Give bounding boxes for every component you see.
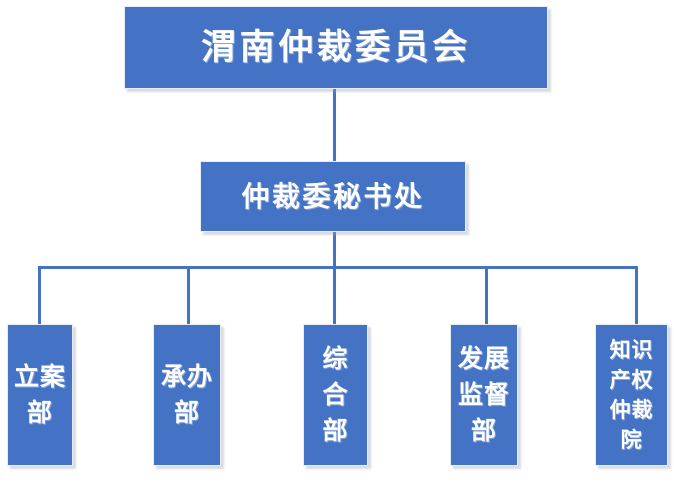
node-secretariat-label: 仲裁委秘书处 [241,179,425,213]
connector-bus-to-department-1 [38,266,41,325]
connector-horizontal-bus [38,266,638,269]
connector-root-to-secretariat [333,88,336,162]
connector-bus-to-department-3 [333,266,336,325]
node-department-filing[interactable]: 立案部 [7,324,73,466]
node-department-general-label: 综合部 [322,344,349,445]
node-department-handling[interactable]: 承办部 [153,324,221,466]
node-department-handling-label: 承办部 [160,362,213,427]
node-department-ip-arbitration[interactable]: 知识产权仲裁院 [595,324,668,466]
node-department-filing-label: 立案部 [14,362,67,427]
node-department-general[interactable]: 综合部 [303,324,368,466]
node-secretariat[interactable]: 仲裁委秘书处 [200,161,466,232]
node-root-label: 渭南仲裁委员会 [201,27,471,68]
node-department-supervision[interactable]: 发展监督部 [450,324,518,466]
connector-bus-to-department-5 [635,266,638,325]
node-root-committee[interactable]: 渭南仲裁委员会 [124,6,548,89]
connector-bus-to-department-2 [187,266,190,325]
node-department-ip-arbitration-label: 知识产权仲裁院 [609,338,654,452]
node-department-supervision-label: 发展监督部 [457,344,510,445]
connector-secretariat-to-bus [333,231,336,269]
connector-bus-to-department-4 [485,266,488,325]
